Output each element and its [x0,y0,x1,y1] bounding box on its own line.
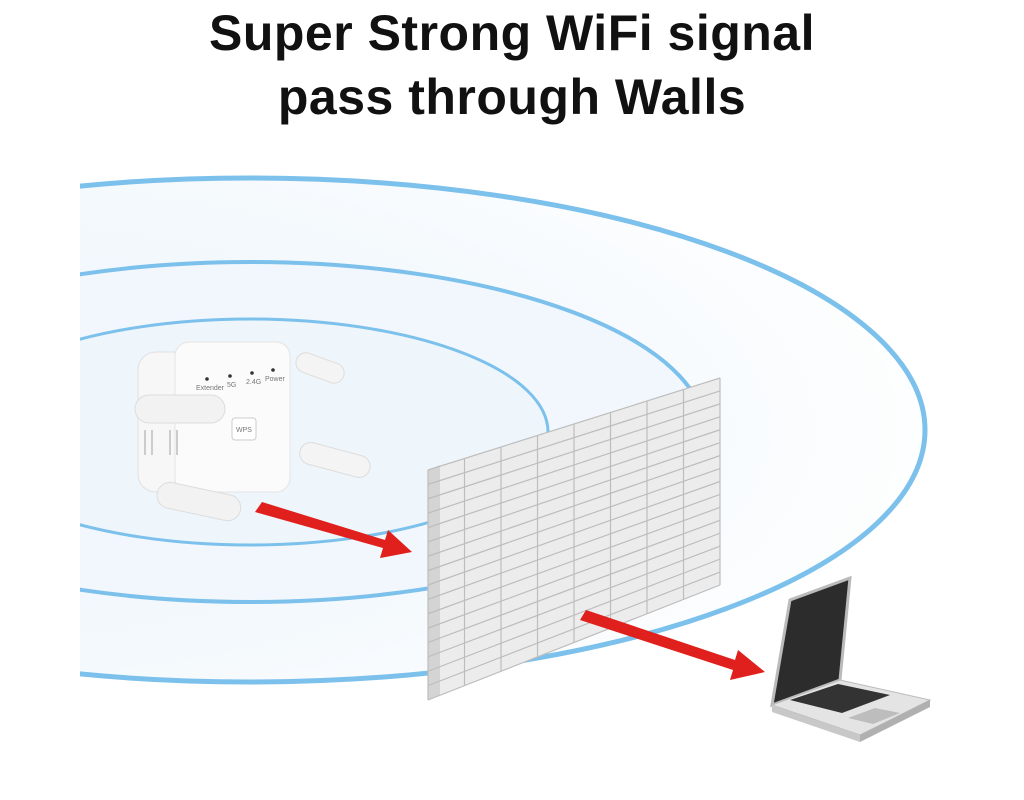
laptop [770,575,932,742]
arrow-to-laptop [580,610,765,680]
indicator-2-4g: 2.4G [246,379,261,386]
indicator-power: Power [265,376,286,383]
headline-line-1: Super Strong WiFi signal [208,5,816,61]
headline-line-2: pass through Walls [277,69,747,125]
indicator-5g: 5G [227,382,236,389]
wps-button [231,417,257,441]
wifi-extender-device: Extender 5G 2.4G Power WPS [134,341,371,522]
wps-label: WPS [236,427,252,434]
indicator-extender: Extender [196,385,225,392]
brick-wall [427,377,721,701]
arrow-to-wall [255,502,412,558]
